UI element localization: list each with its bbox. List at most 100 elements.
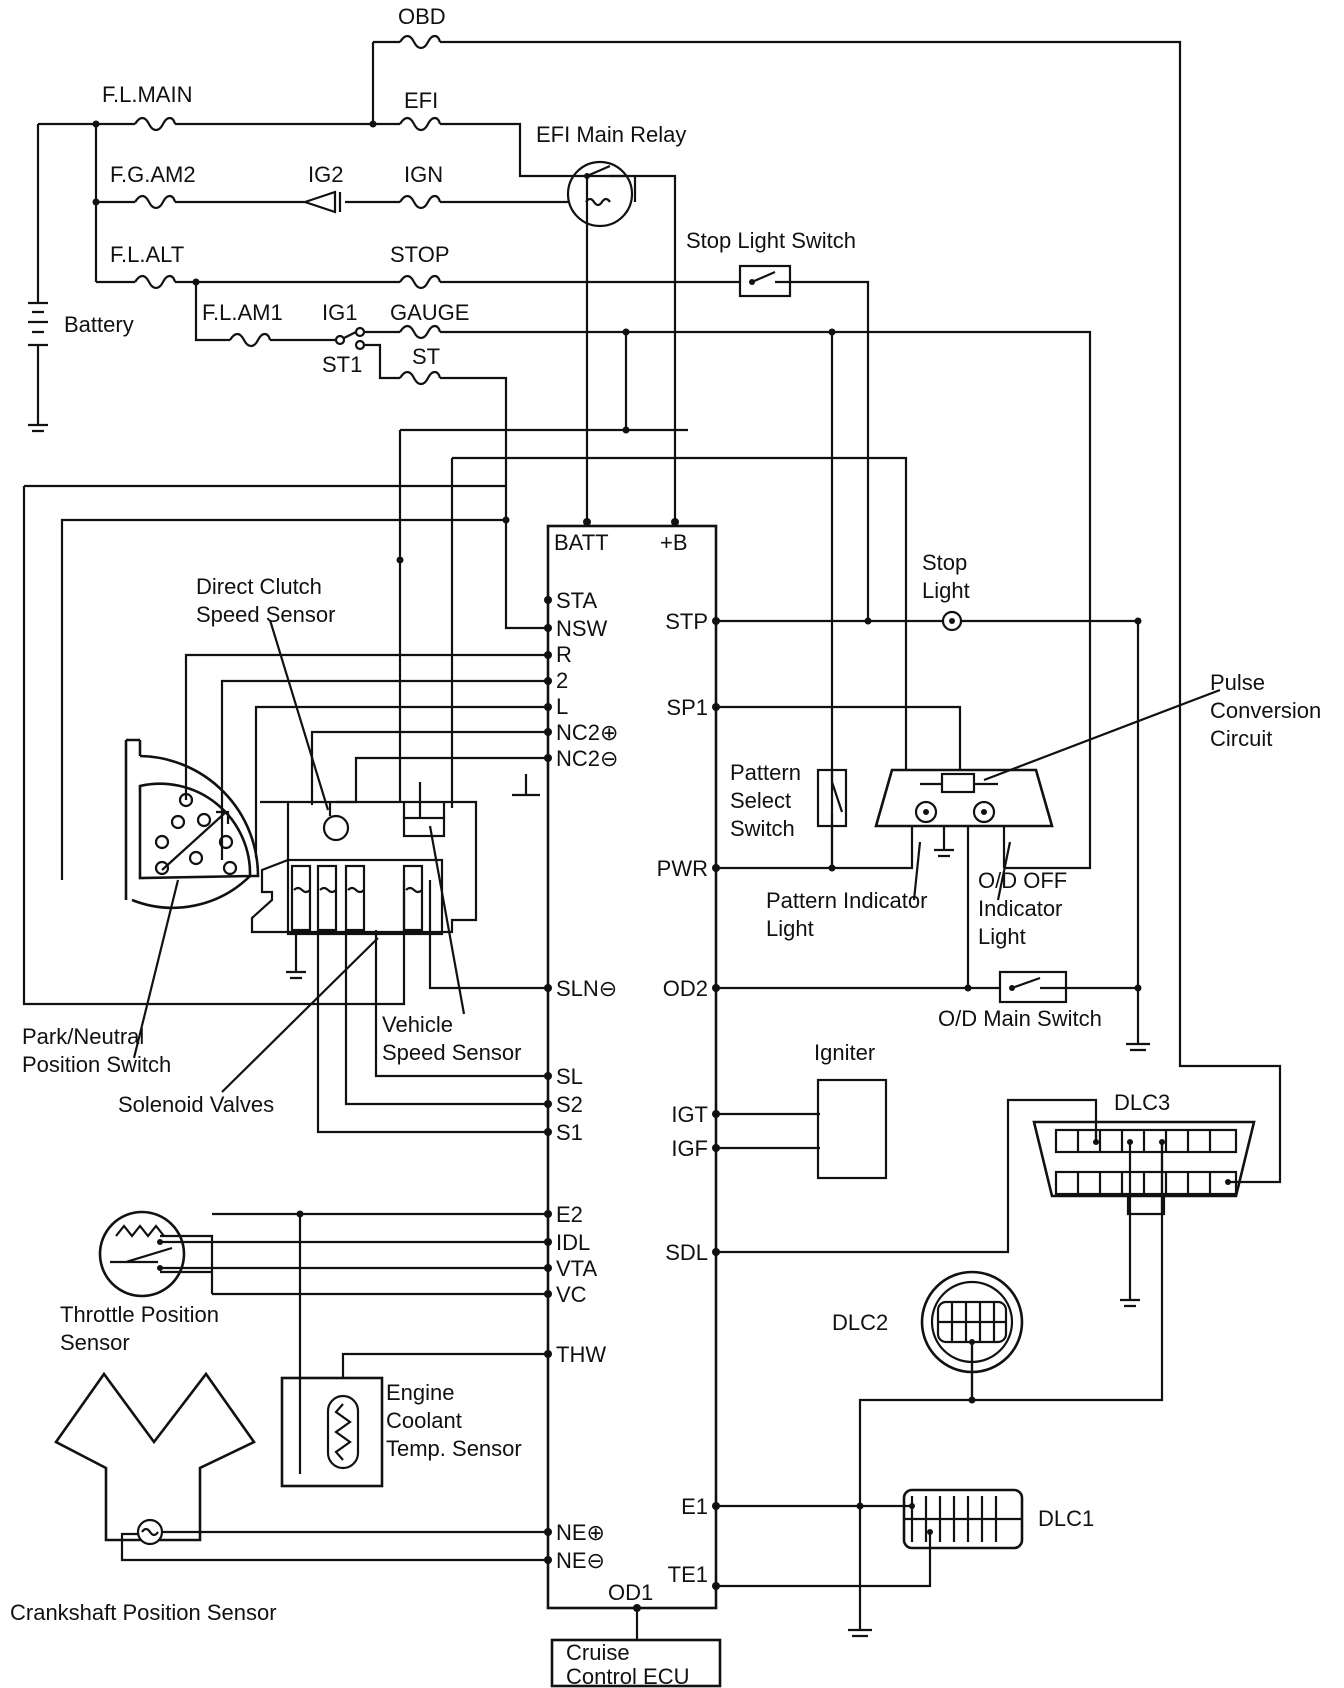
stop-light-switch: [738, 264, 792, 298]
efi-main-relay: [566, 160, 634, 228]
label-coolant-3: Temp. Sensor: [386, 1436, 522, 1461]
dlc1-connector: [902, 1488, 1024, 1550]
pin-od1: OD1: [608, 1580, 653, 1605]
label-dlc3: DLC3: [1114, 1090, 1170, 1115]
dlc2-connector: [920, 1270, 1024, 1400]
pin-2: 2: [556, 668, 568, 693]
pin-vta: VTA: [556, 1256, 597, 1281]
label-dlc1: DLC1: [1038, 1506, 1094, 1531]
label-direct-clutch-1: Direct Clutch: [196, 574, 322, 599]
pin-nc2-minus: NC2⊖: [556, 746, 618, 771]
label-pattern-indicator-1: Pattern Indicator: [766, 888, 927, 913]
label-crankshaft: Crankshaft Position Sensor: [10, 1600, 277, 1625]
component-labels: Battery EFI Main Relay Stop Light Switch…: [10, 122, 1321, 1688]
label-vehicle-speed-2: Speed Sensor: [382, 1040, 521, 1065]
pin-pwr: PWR: [657, 856, 708, 881]
cruise-control-ecu-box: [550, 1638, 722, 1688]
label-throttle-1: Throttle Position: [60, 1302, 219, 1327]
label-pulse-1: Pulse: [1210, 670, 1265, 695]
label-park-neutral-2: Position Switch: [22, 1052, 171, 1077]
label-fl-alt: F.L.ALT: [110, 242, 184, 267]
label-vehicle-speed-1: Vehicle: [382, 1012, 453, 1037]
grounds: [286, 930, 1150, 1638]
throttle-position-sensor: [98, 1210, 214, 1298]
label-throttle-2: Sensor: [60, 1330, 130, 1355]
label-cruise-1: Cruise: [566, 1640, 630, 1665]
label-pulse-2: Conversion: [1210, 698, 1321, 723]
pin-ne-minus: NE⊖: [556, 1548, 605, 1573]
label-fg-am2: F.G.AM2: [110, 162, 196, 187]
label-ign: IGN: [404, 162, 443, 187]
label-coolant-2: Coolant: [386, 1408, 462, 1433]
indicator-panel: [874, 768, 1054, 868]
pin-plus-b: +B: [660, 530, 688, 555]
pin-s1: S1: [556, 1120, 583, 1145]
od-main-switch: [998, 970, 1068, 1004]
ecu-box: [92, 120, 1142, 1612]
pin-sp1: SP1: [666, 695, 708, 720]
label-igniter: Igniter: [814, 1040, 875, 1065]
crankshaft-position-sensor: [54, 1371, 256, 1546]
pin-sl: SL: [556, 1064, 583, 1089]
pattern-select-switch: [816, 768, 848, 868]
pin-r: R: [556, 642, 572, 667]
stop-light-lamp: [941, 610, 963, 632]
label-stop-light-switch: Stop Light Switch: [686, 228, 856, 253]
ecu-pin-labels: BATT +B STA NSW R 2 L NC2⊕ NC2⊖ SLN⊖ SL …: [554, 530, 708, 1605]
label-ig2: IG2: [308, 162, 343, 187]
label-pattern-select-1: Pattern: [730, 760, 801, 785]
label-gauge: GAUGE: [390, 300, 469, 325]
igniter-box: [816, 1078, 888, 1180]
pin-idl: IDL: [556, 1230, 590, 1255]
label-fl-main: F.L.MAIN: [102, 82, 192, 107]
label-st: ST: [412, 344, 440, 369]
label-efi-main-relay: EFI Main Relay: [536, 122, 686, 147]
label-pattern-select-2: Select: [730, 788, 791, 813]
label-od-off-1: O/D OFF: [978, 868, 1067, 893]
pin-e1: E1: [681, 1494, 708, 1519]
label-battery: Battery: [64, 312, 134, 337]
label-fl-am1: F.L.AM1: [202, 300, 283, 325]
wires: [22, 40, 1282, 1640]
leader-lines: [132, 619, 1221, 1093]
pin-s2: S2: [556, 1092, 583, 1117]
fuses: [134, 34, 442, 386]
pin-igt: IGT: [671, 1102, 708, 1127]
label-obd: OBD: [398, 4, 446, 29]
label-stop: STOP: [390, 242, 450, 267]
label-direct-clutch-2: Speed Sensor: [196, 602, 335, 627]
pin-igf: IGF: [671, 1136, 708, 1161]
label-cruise-2: Control ECU: [566, 1664, 689, 1688]
label-park-neutral-1: Park/Neutral: [22, 1024, 144, 1049]
pin-vc: VC: [556, 1282, 587, 1307]
pin-sta: STA: [556, 588, 597, 613]
label-efi: EFI: [404, 88, 438, 113]
label-pulse-3: Circuit: [1210, 726, 1272, 751]
transmission-assembly: [124, 738, 478, 936]
label-od-off-2: Indicator: [978, 896, 1062, 921]
pin-sln-minus: SLN⊖: [556, 976, 617, 1001]
pin-batt: BATT: [554, 530, 609, 555]
engine-coolant-temp-sensor: [280, 1376, 384, 1488]
label-od-off-3: Light: [978, 924, 1026, 949]
battery-symbol: [28, 301, 48, 433]
fuse-labels: OBD F.L.MAIN EFI F.G.AM2 IG2 IGN F.L.ALT…: [102, 4, 469, 377]
label-coolant-1: Engine: [386, 1380, 455, 1405]
label-solenoid-valves: Solenoid Valves: [118, 1092, 274, 1117]
label-stop-light-2: Light: [922, 578, 970, 603]
pin-e2: E2: [556, 1202, 583, 1227]
pin-thw: THW: [556, 1342, 606, 1367]
label-dlc2: DLC2: [832, 1310, 888, 1335]
pin-nsw: NSW: [556, 616, 608, 641]
pin-l: L: [556, 694, 568, 719]
label-od-main-switch: O/D Main Switch: [938, 1006, 1102, 1031]
label-st1: ST1: [322, 352, 362, 377]
pin-od2: OD2: [663, 976, 708, 1001]
pin-te1: TE1: [668, 1562, 708, 1587]
pin-stp: STP: [665, 609, 708, 634]
label-stop-light-1: Stop: [922, 550, 967, 575]
pin-sdl: SDL: [665, 1240, 708, 1265]
label-pattern-indicator-2: Light: [766, 916, 814, 941]
dlc3-connector: [1032, 1120, 1256, 1308]
